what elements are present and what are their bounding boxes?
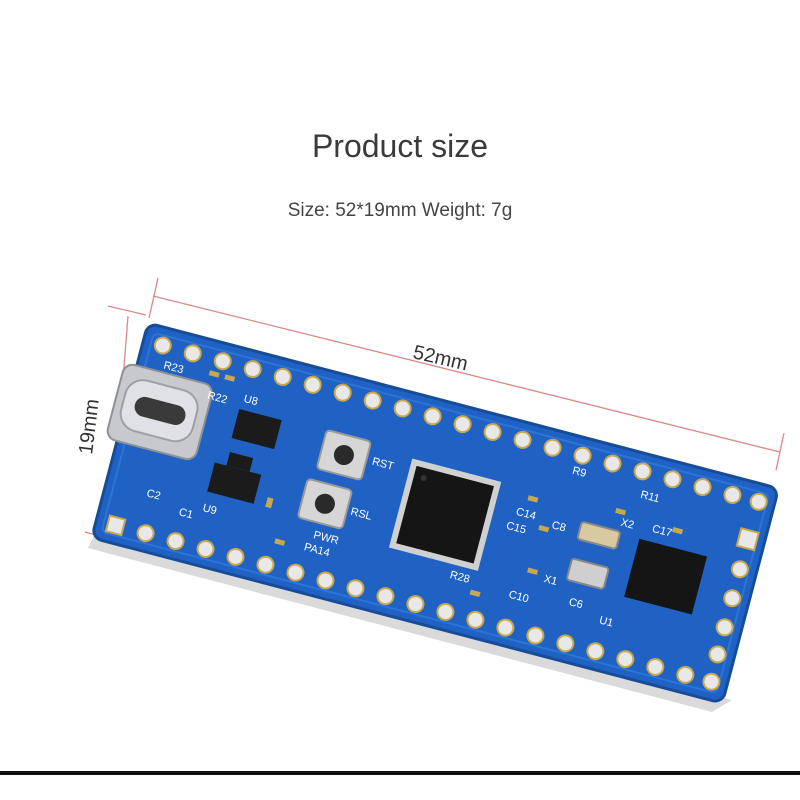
passive-components <box>208 370 684 598</box>
product-spec-caption: Size: 52*19mm Weight: 7g <box>287 200 513 221</box>
label-c10: C10 <box>507 589 530 606</box>
label-r22: R22 <box>206 390 229 407</box>
page-title: Product size <box>311 128 489 164</box>
label-rsl: RSL <box>349 506 373 523</box>
label-rst: RST <box>371 456 396 473</box>
u8-chip <box>231 408 282 450</box>
label-r9: R9 <box>571 465 588 480</box>
top-header-pads <box>153 336 768 511</box>
side-header-pads <box>708 527 760 664</box>
u9-regulator <box>207 462 262 504</box>
label-c6: C6 <box>567 596 584 611</box>
crystal-x1 <box>566 558 610 590</box>
pcb-board: R23 R22 U8 U9 C2 C1 PWR PA14 RST RSL R9 … <box>92 323 778 703</box>
label-r23: R23 <box>162 360 185 377</box>
boot-button <box>297 478 353 530</box>
label-c2: C2 <box>145 487 162 502</box>
usb-c-connector <box>106 363 214 461</box>
label-r28: R28 <box>448 569 471 586</box>
microcontroller-chip <box>388 458 502 571</box>
bottom-divider <box>0 771 800 775</box>
label-x2: X2 <box>619 517 635 532</box>
crystal-x2 <box>576 521 621 550</box>
length-dimension <box>148 277 785 471</box>
label-c14: C14 <box>515 506 538 523</box>
width-label: 19mm <box>75 398 104 456</box>
label-c1: C1 <box>178 506 195 521</box>
bottom-header-pads <box>104 514 721 691</box>
length-label: 52mm <box>411 341 470 375</box>
label-c17: C17 <box>651 523 674 540</box>
label-x1: X1 <box>543 573 559 588</box>
label-u1: U1 <box>598 614 615 629</box>
label-u8: U8 <box>242 393 259 408</box>
label-c8: C8 <box>550 519 567 534</box>
label-r11: R11 <box>639 489 661 506</box>
label-c15: C15 <box>505 520 528 537</box>
reset-button <box>316 429 372 481</box>
flash-chip <box>624 538 708 615</box>
label-u9: U9 <box>201 502 218 517</box>
